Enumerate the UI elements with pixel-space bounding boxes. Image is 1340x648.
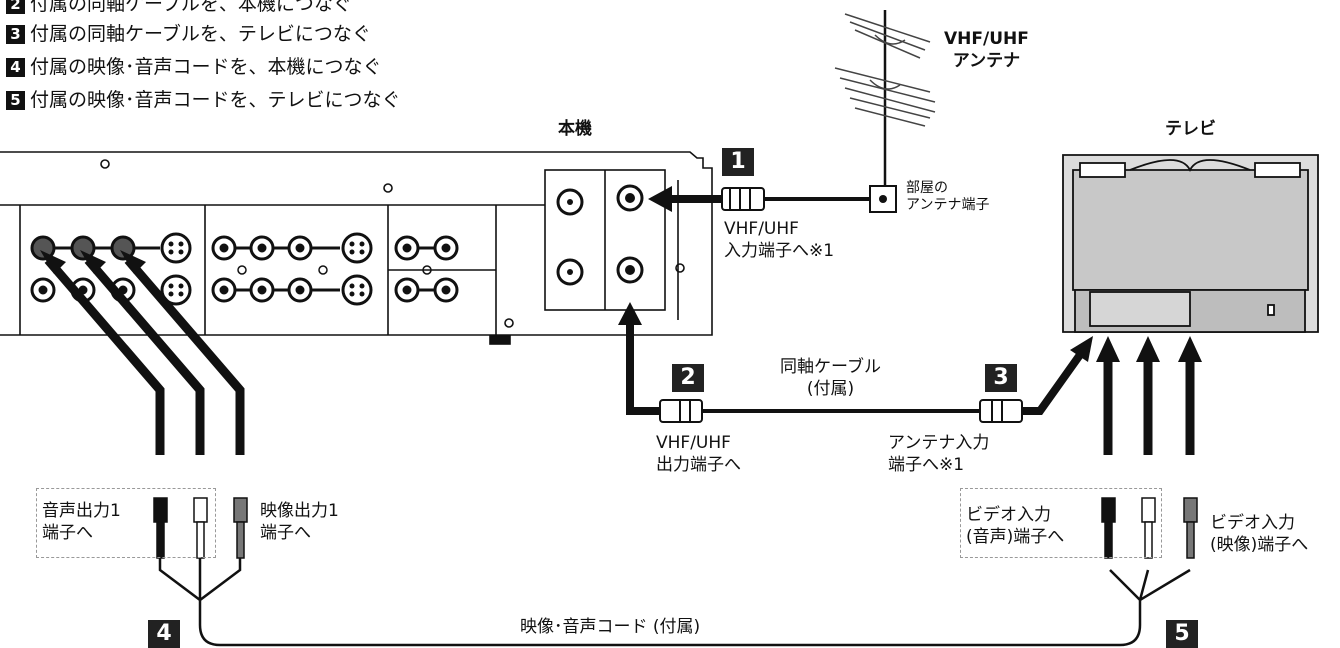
unit-label: 本機 [558, 119, 592, 139]
video-in-audio-label: ビデオ入力(音声)端子へ [966, 505, 1065, 547]
step-number: 2 [6, 0, 25, 14]
coax-cable-label: 同軸ケーブル(付属) [780, 357, 881, 399]
step-2: 2 付属の同軸ケーブルを、本機につなぐ [6, 0, 352, 16]
video-in-audio-box [960, 488, 1162, 558]
badge-3: 3 [985, 364, 1017, 392]
rca-plugs-tv [1101, 497, 1198, 559]
coax-cable-2 [618, 302, 1093, 423]
badge-4: 4 [148, 620, 180, 648]
rca-plugs-unit [153, 497, 248, 559]
step-text: 付属の同軸ケーブルを、本機につなぐ [30, 0, 352, 15]
step-number: 3 [6, 25, 25, 44]
av-cord-unit [44, 257, 245, 455]
antenna-in-label: アンテナ入力端子へ※1 [888, 433, 990, 475]
tv-label: テレビ [1165, 119, 1216, 139]
tv-drawing [1062, 154, 1319, 333]
av-cord-unit-heads [40, 250, 146, 274]
step-4: 4 付属の映像･音声コードを、本機につなぐ [6, 55, 382, 79]
badge-2: 2 [672, 364, 704, 392]
step-text: 付属の映像･音声コードを、テレビにつなぐ [30, 89, 401, 111]
step-number: 5 [6, 91, 25, 110]
room-terminal-label: 部屋のアンテナ端子 [906, 180, 990, 213]
coax-cable-1 [648, 186, 870, 212]
av-cord-tv-heads [1096, 336, 1202, 362]
badge-5: 5 [1166, 620, 1198, 648]
av-cord-label: 映像･音声コード (付属) [520, 617, 701, 637]
recorder-unit [0, 151, 713, 345]
antenna-drawing [834, 10, 936, 188]
step-3: 3 付属の同軸ケーブルを、テレビにつなぐ [6, 22, 371, 46]
av-cord-tv [1103, 360, 1195, 455]
rca-jacks [30, 184, 644, 306]
step-number: 4 [6, 58, 25, 77]
av-cord-line [158, 558, 1191, 647]
audio-out-box [36, 488, 216, 558]
step-text: 付属の同軸ケーブルを、テレビにつなぐ [30, 23, 371, 45]
step-5: 5 付属の映像･音声コードを、テレビにつなぐ [6, 88, 401, 112]
badge-1: 1 [722, 148, 754, 176]
video-in-video-label: ビデオ入力(映像)端子へ [1210, 513, 1309, 555]
step-text: 付属の映像･音声コードを、本機につなぐ [30, 56, 382, 78]
